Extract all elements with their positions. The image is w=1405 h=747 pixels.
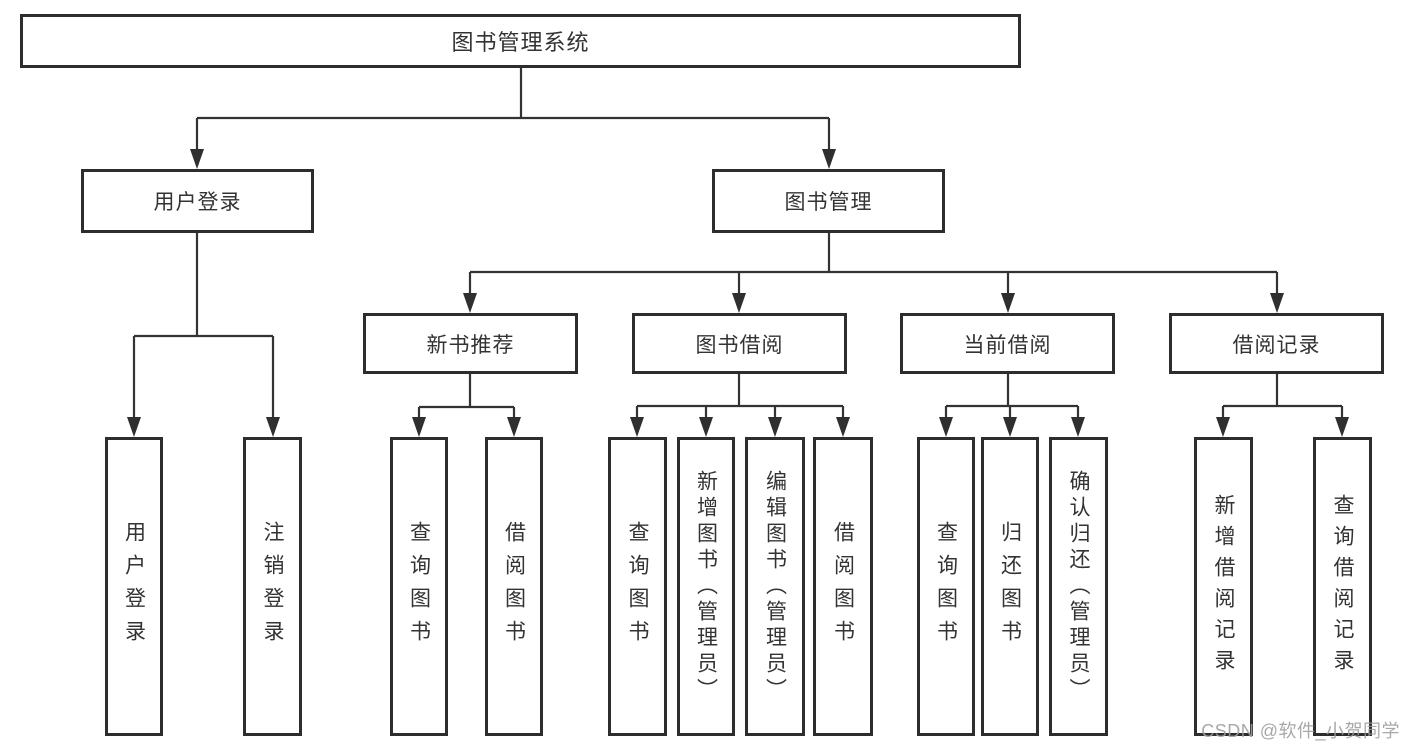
connector-currentborrow-to-leaves — [944, 374, 1080, 418]
arrow-down-icon — [1335, 417, 1349, 437]
node-label: 借阅图书 — [502, 520, 526, 653]
node-label: 图书管理系统 — [451, 30, 590, 55]
arrow-down-icon — [190, 149, 204, 169]
node-current-borrowing: 当前借阅 — [900, 313, 1115, 374]
node-borrowing-records: 借阅记录 — [1169, 313, 1384, 374]
arrow-down-icon — [732, 293, 746, 313]
csdn-watermark: CSDN @软件_小贺同学 — [1201, 721, 1400, 741]
arrow-down-icon — [768, 417, 782, 437]
node-label: 当前借阅 — [963, 333, 1052, 357]
leaf-borrow-books: 借阅图书 — [485, 437, 543, 736]
connector-bookborrow-to-leaves — [635, 374, 845, 418]
leaf-add-borrow-record: 新增借阅记录 — [1194, 437, 1253, 736]
leaf-confirm-return-admin: 确认归还（管理员） — [1049, 437, 1108, 736]
arrow-down-icon — [1216, 417, 1230, 437]
arrow-down-icon — [127, 417, 141, 437]
arrow-down-icon — [266, 417, 280, 437]
connector-borrowrecords-to-leaves — [1221, 374, 1344, 418]
node-book-borrowing: 图书借阅 — [632, 313, 847, 374]
node-label: 归还图书 — [998, 520, 1022, 653]
connector-newbookrec-to-leaves — [417, 374, 516, 418]
leaf-user-login: 用户登录 — [105, 437, 163, 736]
arrow-down-icon — [463, 293, 477, 313]
node-book-management: 图书管理 — [712, 169, 945, 233]
leaf-search-borrow-record: 查询借阅记录 — [1313, 437, 1372, 736]
node-label: 图书借阅 — [695, 333, 784, 357]
leaf-add-books-admin: 新增图书（管理员） — [677, 437, 735, 736]
arrow-down-icon — [836, 417, 850, 437]
leaf-search-books: 查询图书 — [390, 437, 448, 736]
node-label: 新增借阅记录 — [1212, 493, 1235, 680]
node-label: 用户登录 — [153, 191, 242, 214]
node-label: 查询借阅记录 — [1331, 493, 1354, 680]
arrow-down-icon — [1001, 293, 1015, 313]
arrow-down-icon — [1270, 293, 1284, 313]
node-library-management-system: 图书管理系统 — [20, 14, 1021, 68]
arrow-down-icon — [507, 417, 521, 437]
node-label: 编辑图书（管理员） — [763, 469, 787, 704]
connector-bookmgmt-to-level3 — [468, 233, 1279, 294]
node-label: 确认归还（管理员） — [1067, 469, 1090, 704]
arrow-down-icon — [1003, 417, 1017, 437]
leaf-edit-books-admin: 编辑图书（管理员） — [745, 437, 805, 736]
node-label: 借阅图书 — [831, 520, 855, 653]
node-new-book-recommendation: 新书推荐 — [363, 313, 578, 374]
node-label: 查询图书 — [934, 520, 958, 653]
node-label: 查询图书 — [626, 520, 649, 653]
node-user-login: 用户登录 — [81, 169, 314, 233]
connector-userlogin-to-leaves — [132, 233, 275, 418]
connector-lines — [132, 68, 1344, 418]
node-label: 新书推荐 — [426, 333, 515, 357]
arrow-down-icon — [1071, 417, 1085, 437]
node-label: 用户登录 — [122, 520, 146, 653]
arrow-down-icon — [699, 417, 713, 437]
leaf-search-books: 查询图书 — [917, 437, 975, 736]
arrow-down-icon — [630, 417, 644, 437]
arrow-down-icon — [412, 417, 426, 437]
arrow-down-icon — [822, 149, 836, 169]
leaf-borrow-books: 借阅图书 — [813, 437, 873, 736]
leaf-return-books: 归还图书 — [981, 437, 1039, 736]
node-label: 借阅记录 — [1232, 333, 1321, 357]
node-label: 查询图书 — [407, 520, 431, 653]
leaf-search-books: 查询图书 — [608, 437, 667, 736]
arrowheads — [127, 149, 1349, 437]
node-label: 图书管理 — [784, 191, 873, 214]
arrow-down-icon — [939, 417, 953, 437]
connector-root-to-level2 — [195, 68, 831, 150]
leaf-logout: 注销登录 — [243, 437, 302, 736]
node-label: 新增图书（管理员） — [694, 469, 718, 704]
node-label: 注销登录 — [261, 520, 284, 653]
